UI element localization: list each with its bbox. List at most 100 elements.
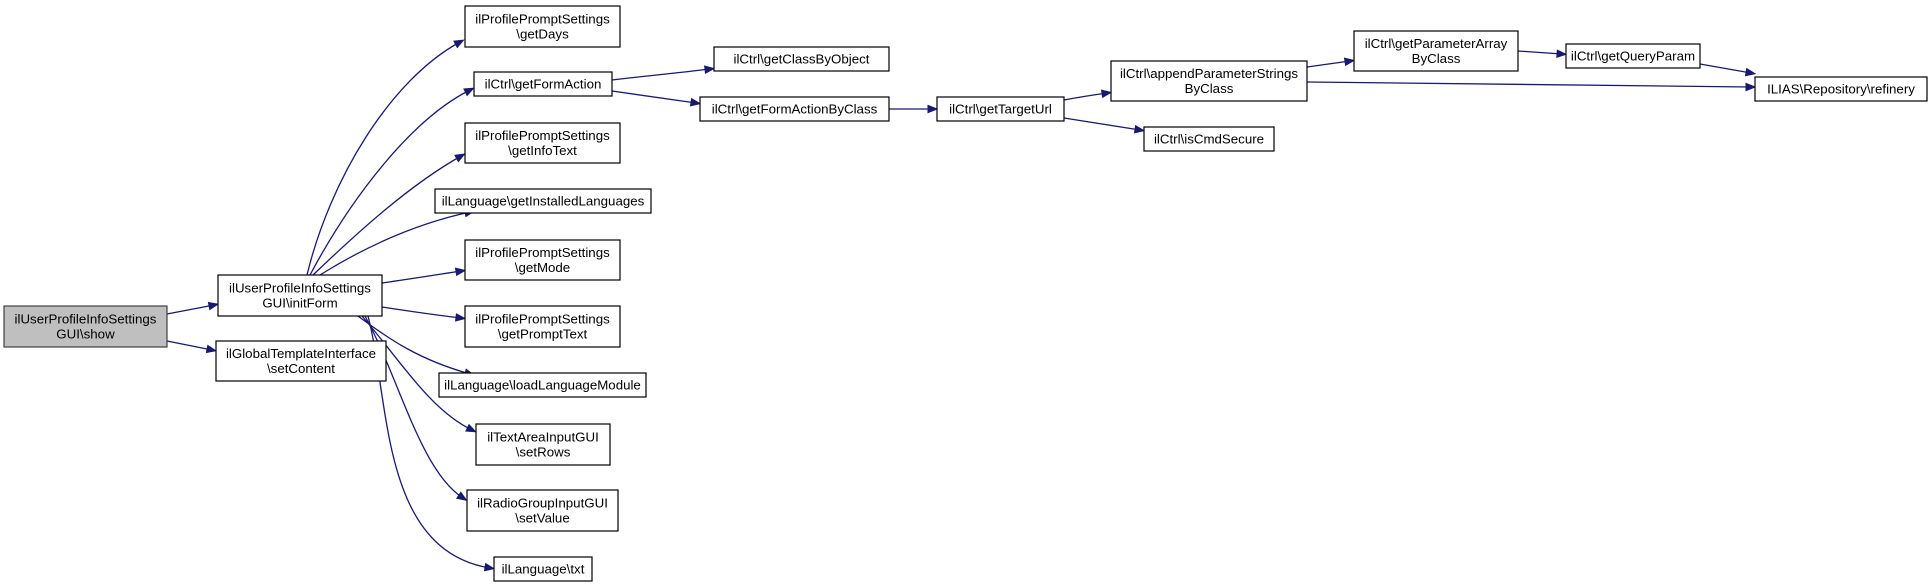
edge-getTargetUrl-to-appendParameterStrings xyxy=(1063,89,1113,101)
node-label-line: ByClass xyxy=(1185,81,1234,96)
edge-line xyxy=(1517,50,1563,55)
node-txt[interactable]: ilLanguage\txt xyxy=(493,556,593,582)
nodes-layer: ilUserProfileInfoSettingsGUI\showilUserP… xyxy=(3,5,1928,582)
node-label-line: ilCtrl\appendParameterStrings xyxy=(1120,66,1298,81)
node-getInfoText[interactable]: ilProfilePromptSettings\getInfoText xyxy=(464,122,621,164)
node-getQueryParam[interactable]: ilCtrl\getQueryParam xyxy=(1565,43,1701,69)
arrowhead xyxy=(454,267,467,277)
edge-getQueryParam-to-refinery xyxy=(1699,63,1757,77)
arrowhead xyxy=(1133,124,1146,134)
node-label-line: ilProfilePromptSettings xyxy=(475,245,610,260)
node-label-line: ilCtrl\getFormActionByClass xyxy=(712,102,878,117)
node-setRows[interactable]: ilTextAreaInputGUI\setRows xyxy=(475,423,611,466)
edge-line xyxy=(166,340,213,351)
node-box xyxy=(1353,30,1519,72)
node-getDays[interactable]: ilProfilePromptSettings\getDays xyxy=(464,5,621,48)
edge-line xyxy=(166,304,215,315)
edge-line xyxy=(611,90,697,104)
node-setContent[interactable]: ilGlobalTemplateInterface\setContent xyxy=(215,340,387,382)
edge-line xyxy=(381,270,462,284)
node-getFormActionByClass[interactable]: ilCtrl\getFormActionByClass xyxy=(699,96,890,122)
edge-initForm-to-getInfoText xyxy=(312,153,466,276)
edge-line xyxy=(312,155,462,276)
edge-line xyxy=(1699,63,1752,74)
node-box xyxy=(473,71,613,97)
arrowhead xyxy=(483,562,496,572)
edge-line xyxy=(1063,92,1108,101)
edge-getTargetUrl-to-isCmdSecure xyxy=(1063,117,1146,134)
node-label-line: ilCtrl\getClassByObject xyxy=(734,52,870,67)
node-isCmdSecure[interactable]: ilCtrl\isCmdSecure xyxy=(1143,126,1275,152)
node-box xyxy=(493,556,593,582)
node-label-line: ilCtrl\isCmdSecure xyxy=(1154,132,1264,147)
node-box xyxy=(464,305,621,348)
node-box xyxy=(217,274,383,317)
edge-line xyxy=(381,306,462,319)
node-label-line: \getInfoText xyxy=(508,143,577,158)
edge-line xyxy=(361,315,473,431)
edge-line xyxy=(1063,117,1141,131)
edge-line xyxy=(1306,60,1351,68)
edge-getFormAction-to-getFormActionByClass xyxy=(611,90,702,107)
node-label-line: ilRadioGroupInputGUI xyxy=(477,496,608,511)
node-box xyxy=(464,5,621,48)
node-label-line: ByClass xyxy=(1412,51,1461,66)
edge-initForm-to-getPromptText xyxy=(381,306,467,322)
node-label-line: ilCtrl\getFormAction xyxy=(485,77,602,92)
node-label-line: ilUserProfileInfoSettings xyxy=(15,312,157,327)
node-label-line: ilCtrl\getParameterArray xyxy=(1365,36,1508,51)
node-label-line: ILIAS\Repository\refinery xyxy=(1767,82,1915,97)
node-label-line: ilLanguage\getInstalledLanguages xyxy=(442,194,645,209)
edge-getFormActionByClass-to-getTargetUrl xyxy=(889,104,939,114)
arrowhead xyxy=(207,301,220,311)
node-label-line: \getDays xyxy=(516,27,569,42)
node-box xyxy=(1754,76,1928,102)
edge-getFormAction-to-getClassByObject xyxy=(611,65,716,81)
node-label-line: ilLanguage\txt xyxy=(502,562,585,577)
node-label-line: ilProfilePromptSettings xyxy=(475,312,610,327)
node-label-line: \setValue xyxy=(515,511,569,526)
node-box xyxy=(713,46,890,72)
edge-appendParameterStrings-to-getParameterArray xyxy=(1306,57,1356,68)
node-getInstalledLanguages[interactable]: ilLanguage\getInstalledLanguages xyxy=(434,188,652,214)
node-label-line: GUI\show xyxy=(56,327,115,342)
edge-getParameterArray-to-getQueryParam xyxy=(1517,49,1568,59)
node-box xyxy=(1143,126,1275,152)
node-refinery[interactable]: ILIAS\Repository\refinery xyxy=(1754,76,1928,102)
node-getTargetUrl[interactable]: ilCtrl\getTargetUrl xyxy=(936,96,1065,122)
edge-line xyxy=(1306,81,1752,88)
arrowhead xyxy=(1343,57,1356,67)
node-box xyxy=(475,423,611,466)
edge-line xyxy=(306,41,461,276)
edge-line xyxy=(309,89,471,276)
node-setValue[interactable]: ilRadioGroupInputGUI\setValue xyxy=(466,489,619,532)
node-label-line: ilLanguage\loadLanguageModule xyxy=(444,378,641,393)
edge-initForm-to-txt xyxy=(367,315,496,572)
arrowhead xyxy=(1745,82,1757,92)
edges-layer xyxy=(166,39,1757,572)
node-getFormAction[interactable]: ilCtrl\getFormAction xyxy=(473,71,613,97)
node-loadLanguageModule[interactable]: ilLanguage\loadLanguageModule xyxy=(438,372,647,398)
edge-initForm-to-setRows xyxy=(361,315,477,433)
node-box xyxy=(1110,60,1308,102)
edge-appendParameterStrings-to-refinery xyxy=(1306,81,1757,92)
node-label-line: \setContent xyxy=(267,361,335,376)
edge-line xyxy=(319,211,471,276)
node-label-line: ilGlobalTemplateInterface xyxy=(226,346,376,361)
arrowhead xyxy=(1100,89,1113,99)
arrowhead xyxy=(927,104,939,114)
node-getClassByObject[interactable]: ilCtrl\getClassByObject xyxy=(713,46,890,72)
node-box xyxy=(464,122,621,164)
node-getMode[interactable]: ilProfilePromptSettings\getMode xyxy=(464,239,621,281)
arrowhead xyxy=(453,39,465,49)
arrowhead xyxy=(454,153,466,163)
node-getPromptText[interactable]: ilProfilePromptSettings\getPromptText xyxy=(464,305,621,348)
edge-show-to-initForm xyxy=(166,301,220,315)
node-label-line: ilProfilePromptSettings xyxy=(475,128,610,143)
node-label-line: GUI\initForm xyxy=(262,296,337,311)
